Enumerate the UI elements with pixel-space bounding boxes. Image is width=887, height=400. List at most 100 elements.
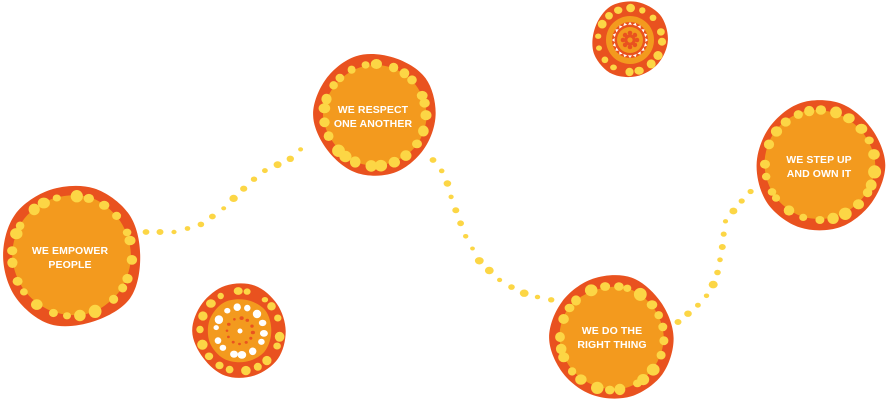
circle-dot xyxy=(827,212,839,224)
circle-dot xyxy=(659,336,669,346)
circle-dot xyxy=(864,136,874,145)
white-dot xyxy=(259,330,268,337)
circle-dot xyxy=(318,103,331,114)
trail-dot xyxy=(262,168,268,174)
trail-dot xyxy=(273,161,282,169)
orange-dot xyxy=(233,318,236,321)
circle-dot xyxy=(416,90,428,101)
circle-dot xyxy=(20,288,28,296)
circle-dot xyxy=(388,156,400,168)
orange-dot xyxy=(239,316,244,320)
trail-dot xyxy=(718,244,726,250)
circle-dot xyxy=(88,304,102,318)
circle-dot xyxy=(335,73,345,83)
circle-dot xyxy=(323,131,334,142)
trail-dot xyxy=(508,284,515,290)
circle-dot xyxy=(126,255,138,265)
circle-dot xyxy=(571,295,581,306)
value-line: WE STEP UP xyxy=(786,154,852,166)
orange-dot xyxy=(249,336,253,340)
trail-dot xyxy=(497,277,503,283)
circle-dot xyxy=(196,325,204,334)
trail-dot xyxy=(474,257,484,265)
trail-empower-to-respect xyxy=(142,147,304,235)
white-triangle xyxy=(615,29,619,33)
circle-dot xyxy=(261,297,269,303)
circle-dot xyxy=(99,200,110,210)
circle-dot xyxy=(197,339,208,350)
trail-dot xyxy=(197,221,205,228)
orange-dot xyxy=(225,329,229,332)
circle-dot xyxy=(595,33,602,39)
white-triangle xyxy=(619,25,623,29)
circle-dot xyxy=(365,160,377,172)
center-dot xyxy=(237,328,243,334)
circle-dot xyxy=(12,276,23,286)
circle-dot xyxy=(555,332,565,342)
white-triangle xyxy=(637,25,641,29)
trail-dot xyxy=(457,220,464,227)
trail-dot xyxy=(221,206,227,211)
circle-dot xyxy=(610,64,617,71)
circle-dot xyxy=(597,19,607,29)
circle-dot xyxy=(649,14,657,21)
trail-respect-to-right-thing xyxy=(429,157,555,303)
value-circle-step-up xyxy=(756,100,886,231)
circle-dot xyxy=(804,105,815,117)
circle-dot xyxy=(838,207,852,220)
circle-dot xyxy=(584,284,598,297)
orange-dot xyxy=(227,335,230,339)
circle-dot xyxy=(15,221,25,231)
white-triangle xyxy=(623,54,628,58)
circle-dot xyxy=(793,110,803,119)
value-line: WE RESPECT xyxy=(337,104,409,116)
white-triangle xyxy=(641,29,645,33)
white-dot xyxy=(244,304,251,312)
circle-dot xyxy=(770,126,783,137)
trail-dot xyxy=(484,266,494,275)
circle-dot xyxy=(868,165,882,179)
white-triangle xyxy=(628,22,632,25)
trail-dot xyxy=(534,294,541,300)
white-dot xyxy=(214,337,222,344)
white-triangle xyxy=(632,54,637,58)
trail-dot xyxy=(142,229,150,235)
orange-dot xyxy=(245,318,250,322)
circle-dot xyxy=(656,350,666,360)
circle-dot xyxy=(262,355,272,366)
circle-dot xyxy=(762,172,771,181)
circle-dot xyxy=(48,308,58,318)
circle-dot xyxy=(418,125,429,137)
circle-dot xyxy=(28,203,40,216)
circle-dot xyxy=(112,211,122,220)
circle-dot xyxy=(868,149,880,160)
circle-dot xyxy=(760,159,770,169)
circle-dot xyxy=(855,123,868,134)
trail-dot xyxy=(720,231,727,237)
circle-dot xyxy=(634,66,644,75)
circle-dot xyxy=(52,194,61,202)
circle-dot xyxy=(639,7,646,14)
trail-dot xyxy=(438,168,445,174)
circle-dot xyxy=(118,283,128,293)
white-triangle xyxy=(637,51,641,55)
circle-dot xyxy=(204,352,214,361)
white-dot xyxy=(213,325,219,331)
circle-dot xyxy=(596,45,602,51)
value-circle-empower xyxy=(3,185,141,327)
value-line: ONE ANOTHER xyxy=(333,118,413,130)
orange-dot xyxy=(231,340,235,344)
circle-dot xyxy=(614,282,624,291)
white-dot xyxy=(252,309,262,319)
white-triangle xyxy=(623,22,628,26)
orange-dot xyxy=(250,324,254,328)
trail-right-thing-to-step-up xyxy=(674,188,754,325)
circle-dot xyxy=(321,93,332,105)
trail-dot xyxy=(209,213,216,220)
circle-inner xyxy=(559,286,664,390)
circle-dot xyxy=(83,193,95,203)
circle-dot xyxy=(217,292,224,300)
trail-dot xyxy=(674,319,682,325)
circle-dot xyxy=(267,302,276,311)
circle-dot xyxy=(31,299,43,310)
